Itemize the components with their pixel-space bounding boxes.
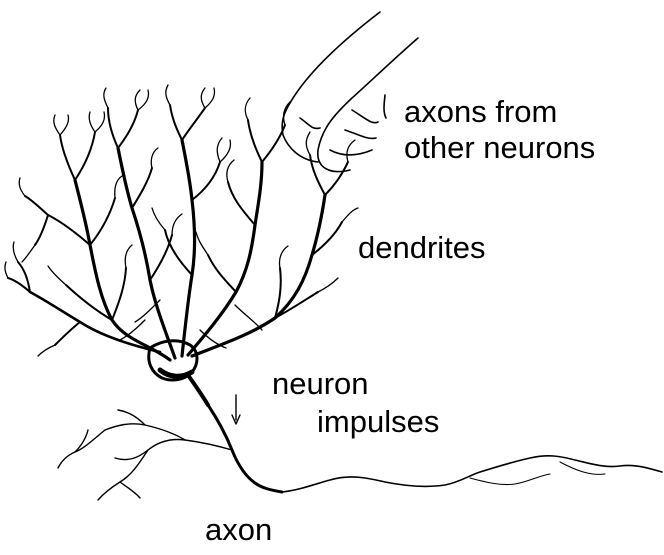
impulse-arrow (232, 395, 240, 424)
collateral-6 (120, 482, 140, 498)
axon-main (208, 405, 282, 492)
axon-hillock (188, 375, 208, 405)
label-axons-from-line1: axons from (404, 95, 557, 129)
incoming-axon-terminal-4 (300, 118, 320, 128)
collateral-1 (115, 439, 232, 459)
incoming-axon-terminal-1 (352, 110, 378, 123)
axon-tail-wisp-2 (560, 462, 605, 474)
incoming-axons (282, 12, 418, 172)
incoming-axon-terminal-5 (384, 95, 386, 118)
axon-collaterals (58, 410, 232, 500)
dendrite-trunk-midright (188, 162, 262, 355)
collateral-2 (105, 424, 185, 440)
axon-tail-wisp (470, 474, 550, 485)
collateral-3 (118, 410, 145, 425)
dendrite-trunk-center (182, 140, 195, 356)
incoming-axon-terminal-2 (345, 130, 376, 138)
label-axon: axon (205, 513, 272, 547)
collateral-4 (58, 430, 105, 468)
incoming-axon-left (282, 12, 380, 162)
label-axons-from-line2: other neurons (404, 131, 595, 165)
incoming-axon-terminal-3 (330, 150, 372, 155)
label-impulses-line2: impulses (317, 405, 439, 439)
dendrite-tree (5, 85, 358, 360)
label-dendrites: dendrites (358, 231, 486, 265)
dendrite-trunk-right (192, 195, 325, 356)
label-impulses-line1: neuron (272, 367, 369, 401)
collateral-5 (98, 450, 148, 500)
